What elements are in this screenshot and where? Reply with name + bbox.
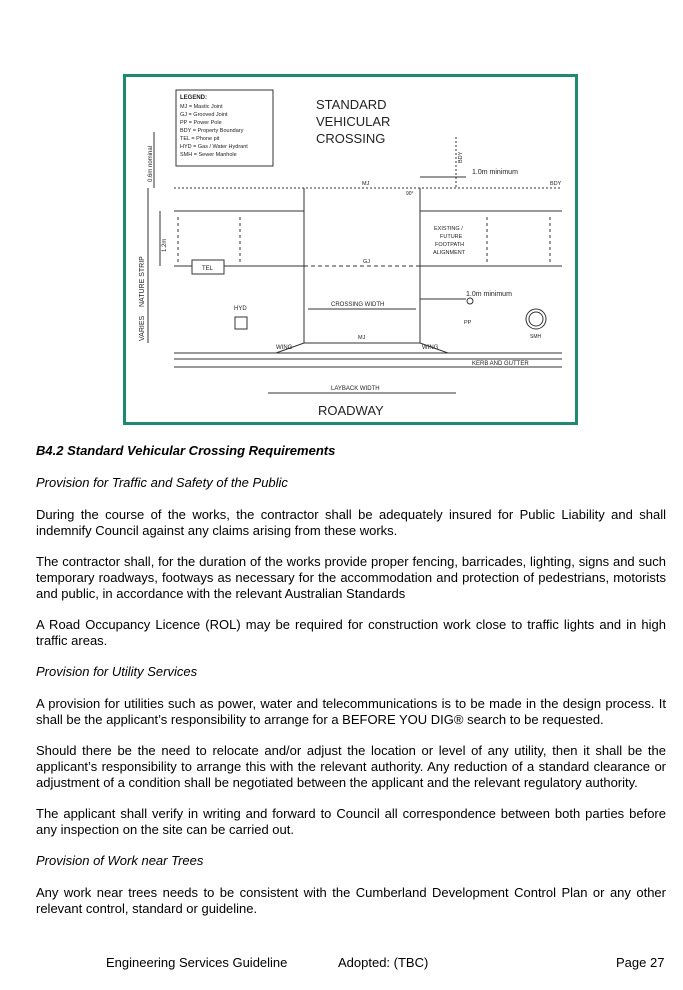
bdy-label: BDY — [550, 181, 562, 187]
legend-item: TEL = Phone pit — [180, 136, 220, 142]
legend-item: SMH = Sewer Manhole — [180, 152, 237, 158]
mj-label-top: MJ — [362, 181, 370, 187]
footpath-label-1: EXISTING / — [434, 226, 463, 232]
nominal-label: 0.6m nominal — [148, 146, 154, 182]
diagram-title-line-2: VEHICULAR — [316, 114, 390, 129]
angle-label: 90° — [406, 191, 414, 197]
paragraph-utilities: A provision for utilities such as power,… — [36, 696, 666, 727]
sewer-manhole-symbol — [525, 308, 547, 330]
wing-label-left: WING — [276, 345, 293, 351]
crossing-drawing: LEGEND: MJ = Mastic Joint GJ = Grooved Jo… — [139, 89, 562, 418]
wing-label-right: WING — [422, 345, 439, 351]
footpath-label-4: ALIGNMENT — [433, 250, 466, 256]
hydrant-symbol — [234, 316, 248, 330]
footer-adopted: Adopted: (TBC) — [338, 955, 429, 970]
section-heading: B4.2 Standard Vehicular Crossing Require… — [36, 443, 336, 458]
diagram-title-line-3: CROSSING — [316, 131, 385, 146]
subheading-utility-services: Provision for Utility Services — [36, 664, 198, 679]
bdy-vertical-label: BDY — [458, 151, 464, 163]
tel-pit — [191, 259, 225, 275]
nature-strip-label: NATURE STRIP — [139, 256, 146, 307]
paragraph-verify: The applicant shall verify in writing an… — [36, 806, 666, 837]
vehicular-crossing-diagram: LEGEND: MJ = Mastic Joint GJ = Grooved Jo… — [123, 74, 578, 425]
footer-guideline-title: Engineering Services Guideline — [106, 955, 288, 970]
pp-label: PP — [464, 320, 472, 326]
legend-items: MJ = Mastic Joint GJ = Grooved Joint PP = … — [180, 104, 248, 158]
paragraph-rol: A Road Occupancy Licence (ROL) may be re… — [36, 617, 666, 648]
legend-item: BDY = Property Boundary — [180, 128, 244, 134]
min-label-top: 1.0m minimum — [472, 169, 518, 176]
subheading-trees: Provision of Work near Trees — [36, 853, 204, 868]
legend-item: HYD = Gas / Water Hydrant — [180, 144, 248, 150]
legend-box — [175, 89, 274, 167]
wing-lines — [275, 342, 449, 354]
legend-item: PP = Power Pole — [180, 120, 222, 126]
paragraph-fencing: The contractor shall, for the duration o… — [36, 554, 666, 601]
legend-item: GJ = Grooved Joint — [180, 112, 228, 118]
layback-width-label: LAYBACK WIDTH — [331, 386, 380, 392]
paragraph-insurance: During the course of the works, the cont… — [36, 507, 666, 538]
footpath-label-3: FOOTPATH — [435, 242, 464, 248]
document-body: B4.2 Standard Vehicular Crossing Require… — [36, 443, 666, 932]
kerb-gutter-label: KERB AND GUTTER — [472, 361, 529, 367]
hyd-label: HYD — [234, 306, 247, 312]
footpath-label-2: FUTURE — [440, 234, 463, 240]
gj-label-center: GJ — [363, 259, 370, 265]
legend-item: MJ = Mastic Joint — [180, 104, 223, 110]
min-label-bottom: 1.0m minimum — [466, 291, 512, 298]
subheading-traffic-safety: Provision for Traffic and Safety of the … — [36, 475, 288, 490]
tel-label: TEL — [202, 266, 214, 272]
roadway-label: ROADWAY — [318, 403, 384, 418]
paragraph-relocate: Should there be the need to relocate and… — [36, 743, 666, 790]
footer-page-number: Page 27 — [616, 955, 665, 970]
varies-label: VARIES — [139, 316, 146, 341]
mj-label-bottom: MJ — [358, 335, 366, 341]
depth-label: 1.2m — [162, 239, 168, 252]
diagram-title-line-1: STANDARD — [316, 97, 387, 112]
smh-label: SMH — [530, 334, 542, 340]
legend-title: LEGEND: — [180, 95, 207, 101]
paragraph-trees: Any work near trees needs to be consiste… — [36, 885, 666, 916]
power-pole-symbol — [466, 297, 474, 305]
crossing-width-label: CROSSING WIDTH — [331, 302, 384, 308]
